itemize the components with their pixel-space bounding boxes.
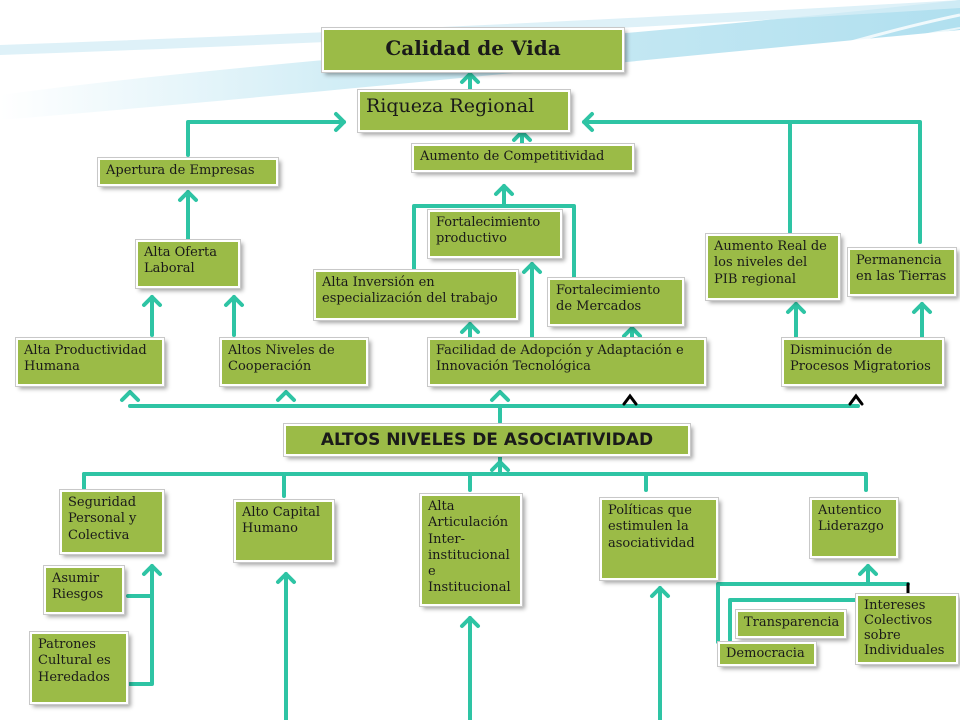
node-riqueza-regional: Riqueza Regional	[358, 90, 570, 132]
node-permanencia-tierras: Permanencia en las Tierras	[848, 248, 956, 296]
node-label: Patrones Cultural es Heredados	[38, 637, 111, 685]
node-patrones-culturales: Patrones Cultural es Heredados	[30, 632, 128, 704]
node-label: Permanencia en las Tierras	[856, 253, 947, 285]
node-label: Facilidad de Adopción y Adaptación e Inn…	[436, 343, 684, 375]
node-label: Asumir Riesgos	[52, 571, 104, 603]
node-label: Fortalecimiento de Mercados	[556, 283, 661, 315]
node-label: Autentico Liderazgo	[818, 503, 884, 535]
node-transparencia: Transparencia	[736, 610, 846, 638]
node-label: Apertura de Empresas	[106, 163, 255, 178]
node-label: Alta Articulación Inter-institucional e …	[428, 499, 511, 596]
node-altos-niveles-cooperacion: Altos Niveles de Cooperación	[220, 338, 368, 386]
node-aumento-pib: Aumento Real de los niveles del PIB regi…	[706, 234, 840, 300]
node-calidad-de-vida: Calidad de Vida	[322, 28, 624, 72]
node-alta-productividad: Alta Productividad Humana	[16, 338, 164, 386]
node-label: Políticas que estimulen la asociatividad	[608, 503, 695, 551]
node-alta-articulacion: Alta Articulación Inter-institucional e …	[420, 494, 522, 606]
node-label: Altos Niveles de Cooperación	[228, 343, 335, 375]
node-alta-inversion: Alta Inversión en especialización del tr…	[314, 270, 518, 320]
node-label: Riqueza Regional	[366, 95, 535, 117]
node-label: Democracia	[726, 646, 805, 661]
node-label: Intereses Colectivos sobre Individuales	[864, 598, 945, 658]
node-label: Alta Productividad Humana	[24, 343, 147, 375]
node-label: Alta Inversión en especialización del tr…	[322, 275, 498, 307]
node-fortalecimiento-productivo: Fortalecimiento productivo	[428, 210, 562, 258]
node-label: Calidad de Vida	[385, 36, 561, 60]
node-label: Alto Capital Humano	[242, 505, 321, 537]
node-asumir-riesgos: Asumir Riesgos	[44, 566, 124, 614]
node-label: Transparencia	[744, 615, 840, 630]
node-label: Seguridad Personal y Colectiva	[68, 495, 137, 543]
node-label: Alta Oferta Laboral	[144, 245, 218, 277]
node-label: ALTOS NIVELES DE ASOCIATIVIDAD	[320, 430, 654, 450]
node-democracia: Democracia	[718, 642, 816, 666]
node-fortalecimiento-mercados: Fortalecimiento de Mercados	[548, 278, 684, 326]
node-alto-capital-humano: Alto Capital Humano	[234, 500, 334, 562]
node-aumento-competitividad: Aumento de Competitividad	[412, 144, 634, 172]
node-politicas: Políticas que estimulen la asociatividad	[600, 498, 718, 580]
node-label: Disminución de Procesos Migratorios	[790, 343, 931, 375]
node-autentico-liderazgo: Autentico Liderazgo	[810, 498, 898, 558]
node-alta-oferta-laboral: Alta Oferta Laboral	[136, 240, 240, 288]
node-intereses-colectivos: Intereses Colectivos sobre Individuales	[856, 594, 958, 664]
node-label: Aumento de Competitividad	[420, 149, 605, 164]
node-disminucion-migratorios: Disminución de Procesos Migratorios	[782, 338, 944, 386]
node-altos-niveles-asociatividad: ALTOS NIVELES DE ASOCIATIVIDAD	[284, 424, 690, 456]
node-apertura-empresas: Apertura de Empresas	[98, 158, 278, 186]
node-label: Fortalecimiento productivo	[436, 215, 541, 247]
node-seguridad: Seguridad Personal y Colectiva	[60, 490, 164, 554]
node-label: Aumento Real de los niveles del PIB regi…	[714, 239, 827, 287]
node-facilidad-adopcion: Facilidad de Adopción y Adaptación e Inn…	[428, 338, 706, 386]
